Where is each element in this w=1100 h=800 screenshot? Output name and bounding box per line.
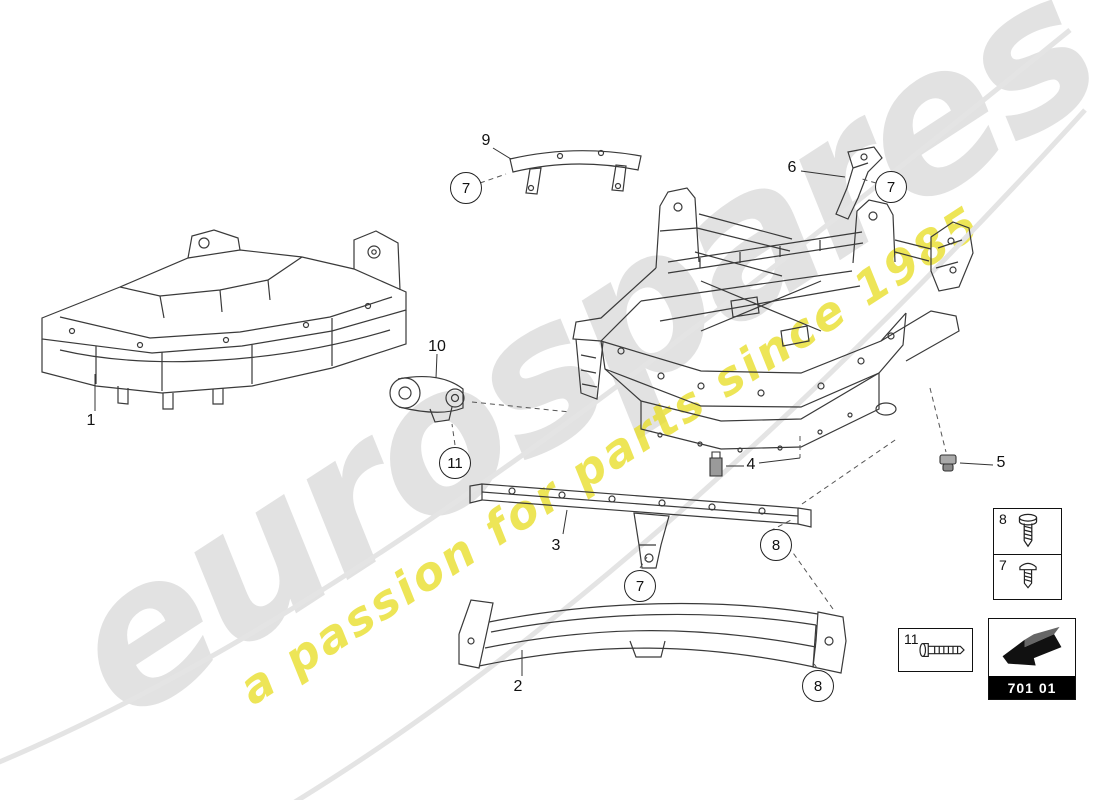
legend-number-7: 7 <box>999 557 1007 573</box>
legend-cell-screw-7: 7 <box>994 555 1061 597</box>
front-frame-drawing <box>41 229 407 410</box>
callout-screw-7-top-left: 7 <box>450 172 482 204</box>
leader-lines <box>94 147 994 676</box>
legend-number-11: 11 <box>904 631 919 647</box>
bumper-beam-drawing <box>458 599 847 674</box>
part-label-3: 3 <box>551 537 561 554</box>
legend-cell-screw-8: 8 <box>994 509 1061 555</box>
direction-arrow-icon <box>989 619 1075 676</box>
watermark-swoosh <box>0 28 1087 800</box>
bracket-6-drawing <box>835 146 883 220</box>
bolt-icon <box>919 642 965 658</box>
part-label-1: 1 <box>86 412 96 429</box>
main-frame-drawing <box>572 187 974 453</box>
dashed-leader-lines <box>451 173 947 669</box>
diagram-code-box: 701 01 <box>988 618 1076 700</box>
callout-screw-7-top-right: 7 <box>875 171 907 203</box>
fastener-legend-box: 8 7 <box>993 508 1062 600</box>
callout-number: 7 <box>886 178 896 196</box>
bushing-5-drawing <box>939 454 957 472</box>
part-label-4: 4 <box>746 456 756 473</box>
callout-number: 8 <box>771 536 781 554</box>
callout-bolt-8-crossmember: 8 <box>760 529 792 561</box>
link-10-drawing <box>389 375 465 423</box>
callout-bolt-8-bumper: 8 <box>802 670 834 702</box>
diagram-code: 701 01 <box>1007 679 1057 696</box>
callout-number: 7 <box>461 179 471 197</box>
callout-number: 8 <box>813 677 823 695</box>
bolt-legend-box: 11 <box>898 628 973 672</box>
part-label-6: 6 <box>787 159 797 176</box>
callout-bolt-11-link: 11 <box>439 447 471 479</box>
part-label-5: 5 <box>996 454 1006 471</box>
callout-number: 11 <box>447 454 463 472</box>
part-label-2: 2 <box>513 678 523 695</box>
part-label-10: 10 <box>428 338 446 355</box>
screw-icon <box>1018 513 1037 547</box>
callout-screw-7-center: 7 <box>624 570 656 602</box>
legend-number-8: 8 <box>999 511 1007 527</box>
part-label-9: 9 <box>481 132 491 149</box>
cross-member-drawing <box>469 483 812 569</box>
bracket-9-drawing <box>509 149 642 195</box>
diagram-code-bar: 701 01 <box>989 676 1075 699</box>
panhead-screw-icon <box>1018 562 1037 589</box>
callout-number: 7 <box>635 577 645 595</box>
clip-4-drawing <box>709 451 723 477</box>
